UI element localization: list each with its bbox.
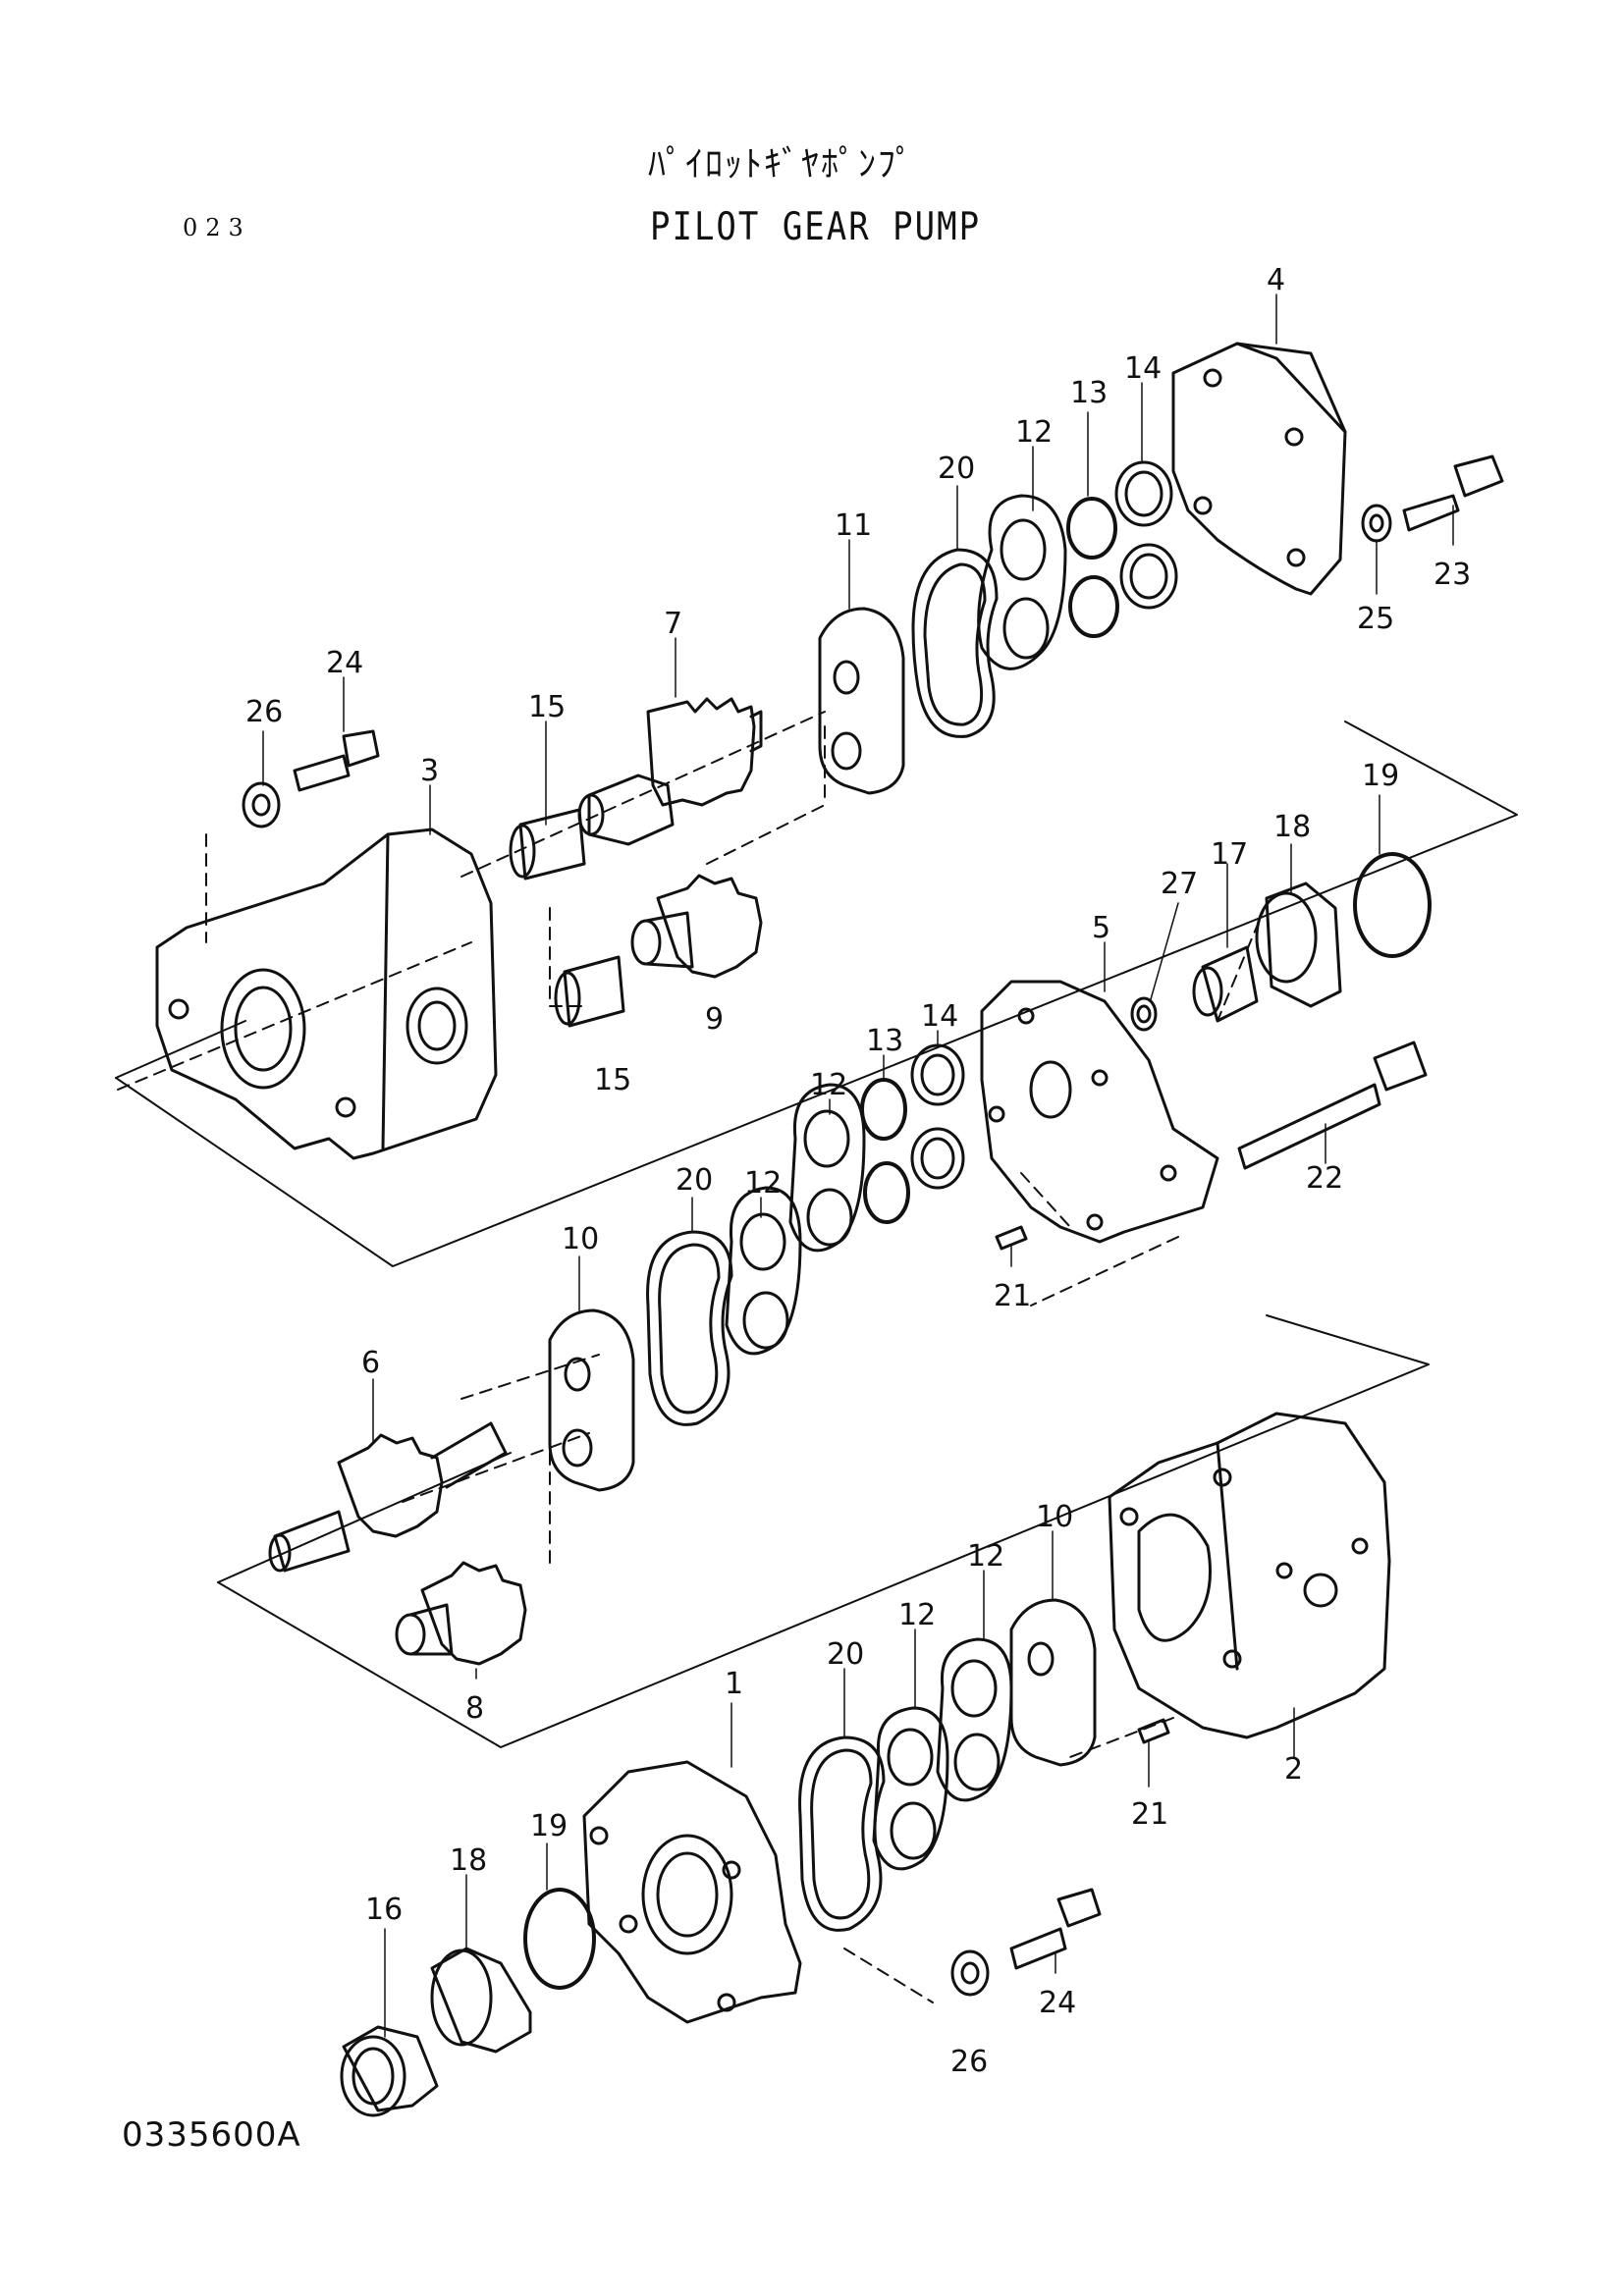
callout-1: 1 bbox=[725, 1667, 743, 1701]
part-19-o-ring-lower bbox=[523, 1888, 596, 1990]
part-8-driven-gear bbox=[395, 1561, 527, 1666]
callout-8: 8 bbox=[465, 1691, 484, 1726]
callout-4: 4 bbox=[1267, 263, 1285, 297]
drawing-number: 0335600A bbox=[122, 2115, 301, 2155]
callout-3: 3 bbox=[420, 754, 439, 788]
callout-12-lower-a: 12 bbox=[967, 1539, 1004, 1574]
part-21-dowel-pin-lower bbox=[1137, 1718, 1170, 1744]
part-13-o-rings-upper bbox=[1066, 497, 1119, 638]
part-14-bushings-middle bbox=[910, 1043, 965, 1190]
part-24-cap-screw-upper bbox=[293, 729, 380, 792]
callout-15-upper: 15 bbox=[528, 690, 566, 724]
callout-24-lower: 24 bbox=[1039, 1986, 1076, 2020]
part-23-cap-screw bbox=[1402, 454, 1504, 532]
callout-17: 17 bbox=[1211, 837, 1248, 872]
callout-5: 5 bbox=[1092, 911, 1110, 945]
callout-23: 23 bbox=[1434, 558, 1471, 592]
part-3-front-housing bbox=[155, 828, 498, 1160]
callout-22: 22 bbox=[1306, 1161, 1343, 1196]
part-15-bushing-lower bbox=[554, 955, 625, 1028]
assembly-guide-lines bbox=[117, 711, 1268, 2003]
group-frame-middle bbox=[217, 1314, 1430, 1748]
callout-21-lower: 21 bbox=[1131, 1797, 1168, 1832]
part-24-cap-screw-lower bbox=[1009, 1888, 1102, 1970]
page-number: 023 bbox=[183, 214, 251, 241]
callout-12-middle-a: 12 bbox=[810, 1068, 847, 1102]
callout-leader-lines bbox=[262, 294, 1454, 2038]
callout-15-lower: 15 bbox=[594, 1063, 631, 1097]
callout-24-upper: 24 bbox=[326, 646, 363, 680]
part-4-rear-cover bbox=[1171, 342, 1347, 596]
callout-14-upper: 14 bbox=[1124, 351, 1162, 386]
part-17-spline-coupling bbox=[1192, 945, 1259, 1023]
title-japanese: ﾊﾟｲﾛｯﾄｷﾞﾔﾎﾟﾝﾌﾟ bbox=[648, 144, 915, 185]
callout-26-lower: 26 bbox=[950, 2045, 988, 2079]
callout-7: 7 bbox=[664, 607, 682, 641]
part-14-bushings-upper bbox=[1114, 460, 1178, 610]
callout-13-middle: 13 bbox=[866, 1024, 903, 1058]
part-22-long-bolt bbox=[1237, 1041, 1428, 1170]
group-frame-upper bbox=[115, 721, 1518, 1267]
callout-12-lower-b: 12 bbox=[898, 1598, 936, 1632]
part-11-bushing-block bbox=[818, 607, 905, 795]
callout-10-middle: 10 bbox=[562, 1222, 599, 1256]
callout-25: 25 bbox=[1357, 602, 1394, 636]
part-10-bushing-block-lower bbox=[1009, 1598, 1097, 1767]
part-27-snap-ring bbox=[1130, 996, 1158, 1032]
part-12-backup-plate-middle-a bbox=[788, 1083, 866, 1253]
part-26-washer-upper bbox=[242, 781, 281, 828]
callout-2: 2 bbox=[1284, 1752, 1303, 1787]
callout-13-upper: 13 bbox=[1070, 376, 1108, 410]
callout-19-upper: 19 bbox=[1362, 759, 1399, 793]
part-16-seal-ring bbox=[340, 2025, 439, 2117]
callout-16: 16 bbox=[365, 1893, 403, 1927]
callout-20-lower: 20 bbox=[827, 1637, 864, 1672]
callout-12-upper: 12 bbox=[1015, 415, 1053, 450]
callout-6: 6 bbox=[361, 1346, 380, 1380]
part-20-gasket-upper bbox=[911, 548, 999, 738]
part-19-o-ring-upper bbox=[1353, 852, 1432, 958]
part-12-backup-plate-lower-a bbox=[936, 1637, 1013, 1802]
part-7-drive-gear bbox=[577, 697, 763, 846]
callout-12-middle-b: 12 bbox=[744, 1166, 782, 1201]
part-21-dowel-pin-middle bbox=[995, 1225, 1028, 1251]
part-20-gasket-middle bbox=[646, 1230, 733, 1426]
part-13-o-rings-middle bbox=[860, 1078, 910, 1224]
part-5-center-plate bbox=[980, 980, 1219, 1244]
callout-18-lower: 18 bbox=[450, 1843, 487, 1878]
part-9-driven-gear bbox=[630, 874, 763, 979]
part-20-gasket-lower bbox=[798, 1735, 886, 1932]
callout-26-upper: 26 bbox=[245, 695, 283, 729]
part-15-bushing-upper bbox=[509, 808, 586, 881]
part-25-washer bbox=[1361, 504, 1392, 543]
callout-18-upper: 18 bbox=[1273, 810, 1311, 844]
callout-10-lower: 10 bbox=[1036, 1500, 1073, 1534]
callout-9: 9 bbox=[705, 1002, 724, 1037]
callout-21-middle: 21 bbox=[994, 1279, 1031, 1313]
part-2-rear-housing bbox=[1108, 1412, 1391, 1739]
part-18-sleeve-lower bbox=[430, 1947, 532, 2054]
callout-numbers: 1 2 3 4 5 6 7 8 9 10 10 11 12 12 12 12 1… bbox=[245, 263, 1471, 2079]
callout-14-middle: 14 bbox=[921, 999, 958, 1034]
part-12-backup-plate-upper bbox=[977, 494, 1067, 670]
part-1-front-cover bbox=[582, 1760, 802, 2024]
part-12-backup-plate-lower-b bbox=[872, 1706, 949, 1871]
title-english: PILOT GEAR PUMP bbox=[650, 204, 982, 250]
part-10-bushing-block-middle bbox=[548, 1308, 635, 1492]
callout-20-upper: 20 bbox=[938, 452, 975, 486]
callout-20-middle: 20 bbox=[676, 1163, 713, 1198]
part-12-backup-plate-middle-b bbox=[725, 1186, 802, 1356]
part-6-drive-shaft bbox=[268, 1421, 508, 1573]
part-18-sleeve-upper bbox=[1255, 881, 1342, 1008]
part-26-washer-lower bbox=[950, 1949, 990, 1997]
callout-19-lower: 19 bbox=[530, 1809, 568, 1843]
callout-27: 27 bbox=[1161, 867, 1198, 901]
callout-11: 11 bbox=[835, 508, 872, 543]
